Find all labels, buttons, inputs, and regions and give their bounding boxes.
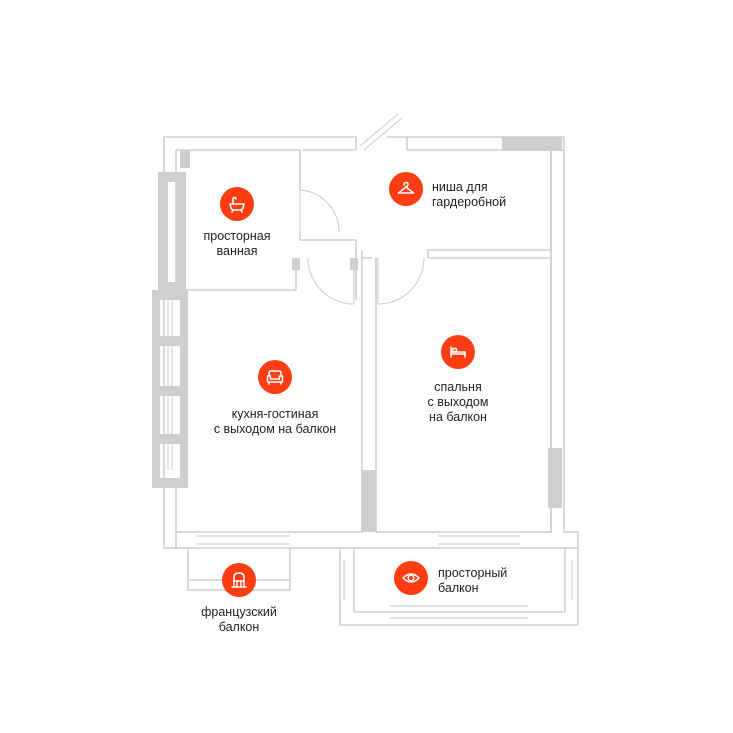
eye-marker xyxy=(394,561,428,595)
bathtub-marker xyxy=(220,187,254,221)
windows xyxy=(167,300,573,619)
sofa-marker xyxy=(258,360,292,394)
doors xyxy=(299,113,425,305)
bathtub-icon xyxy=(229,196,245,213)
sofa-icon xyxy=(266,370,284,385)
bed-marker xyxy=(441,335,475,369)
hanger-marker xyxy=(389,172,423,206)
french-balcony-marker xyxy=(222,563,256,597)
eye-icon xyxy=(402,573,420,583)
hanger-icon xyxy=(397,181,415,194)
bed-icon xyxy=(450,346,466,358)
french-balcony-icon xyxy=(231,572,247,588)
